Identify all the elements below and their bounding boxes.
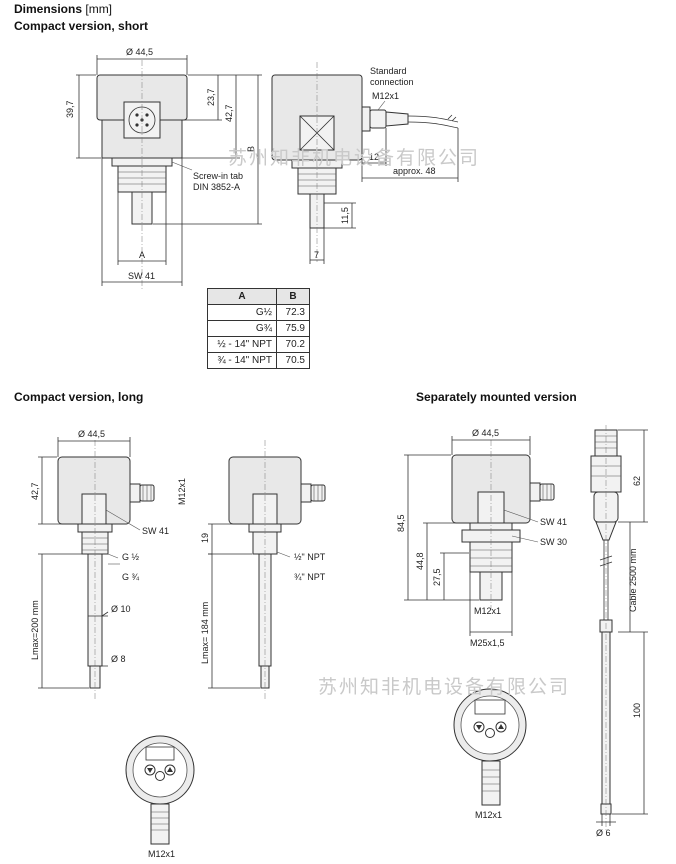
sep-dia-top: Ø 44,5: [472, 428, 499, 438]
sep-d-84-5: 84,5: [396, 514, 406, 532]
sep-d-100: 100: [632, 703, 642, 718]
short-front-view: [96, 60, 188, 290]
table-cell-b: 70.5: [276, 352, 310, 369]
ok-button-icon: [155, 771, 165, 781]
long-dial-view: [125, 735, 195, 845]
long-npt-three-quarter: ¾" NPT: [294, 572, 326, 582]
compact-short-heading: Compact version, short: [14, 19, 149, 33]
cable-break-icon: [447, 114, 457, 122]
sep-ok-button-icon: [485, 728, 495, 738]
short-approx-48: approx. 48: [393, 166, 436, 176]
table-header-row: A B: [207, 288, 310, 305]
short-d-A: A: [139, 250, 145, 260]
long-sw-label: SW 41: [142, 526, 169, 536]
table-cell-b: 75.9: [276, 320, 310, 337]
dimensions-unit: [mm]: [85, 2, 113, 16]
long-d-19: 19: [200, 533, 210, 543]
long-g-half: G ½: [122, 552, 140, 562]
long-m12-bottom: M12x1: [148, 849, 175, 859]
sep-m12-bottom: M12x1: [475, 810, 502, 820]
long-front-view: [57, 440, 155, 700]
table-cell-b: 72.3: [276, 304, 310, 321]
table-cell-a: ½ - 14" NPT: [207, 336, 277, 353]
table-row: ½ - 14" NPT 70.2: [207, 336, 310, 353]
short-side-view: [271, 62, 459, 262]
sep-d-62: 62: [632, 476, 642, 486]
screw-tab-label-2: DIN 3852-A: [193, 182, 240, 192]
long-dia-8: Ø 8: [111, 654, 126, 664]
cable-nut: [361, 106, 371, 132]
short-d-12: 12: [369, 152, 379, 162]
thread-dimension-table: A B G½ 72.3 G¾ 75.9 ½ - 14" NPT 70.2 ¾ -…: [207, 288, 310, 369]
table-cell-a: G¾: [207, 320, 277, 337]
sep-d-27-5: 27,5: [432, 568, 442, 586]
short-dia-top: Ø 44,5: [126, 47, 153, 57]
sep-cable: Cable 2500 mm: [628, 548, 638, 612]
long-g-three-quarter: G ¾: [122, 572, 140, 582]
long-m12-label: M12x1: [177, 478, 187, 505]
short-d-42-7: 42,7: [224, 104, 234, 122]
table-cell-a: G½: [207, 304, 277, 321]
short-d-11-5: 11,5: [340, 207, 350, 224]
short-d-23-7: 23,7: [206, 88, 216, 106]
long-lmax-200: Lmax=200 mm: [30, 600, 40, 660]
separate-heading: Separately mounted version: [416, 390, 577, 404]
sep-m25: M25x1,5: [470, 638, 505, 648]
long-dia-top: Ø 44,5: [78, 429, 105, 439]
display-window: [145, 746, 175, 761]
short-d-B: B: [246, 146, 256, 152]
separate-cable-probe: [590, 425, 622, 830]
table-row: ¾ - 14" NPT 70.5: [207, 352, 310, 369]
sep-sw30: SW 30: [540, 537, 567, 547]
long-side-view: [228, 440, 326, 700]
short-d-39-7: 39,7: [65, 100, 75, 118]
sep-dia-6: Ø 6: [596, 828, 611, 838]
compact-long-heading: Compact version, long: [14, 390, 144, 404]
sep-d-44-8: 44,8: [415, 552, 425, 570]
sep-m12: M12x1: [474, 606, 501, 616]
short-sw: SW 41: [128, 271, 155, 281]
table-cell-b: 70.2: [276, 336, 310, 353]
table-header-a: A: [207, 288, 277, 305]
std-conn-label-2: connection: [370, 77, 414, 87]
short-m12-label: M12x1: [372, 91, 399, 101]
std-conn-label-1: Standard: [370, 66, 407, 76]
long-dia-10: Ø 10: [111, 604, 131, 614]
long-d-42-7: 42,7: [30, 482, 40, 500]
table-row: G½ 72.3: [207, 304, 310, 321]
table-cell-a: ¾ - 14" NPT: [207, 352, 277, 369]
table-row: G¾ 75.9: [207, 320, 310, 337]
separate-dial-view: [453, 688, 527, 806]
long-npt-half: ½" NPT: [294, 552, 326, 562]
watermark-1: 苏州知非机电设备有限公司: [228, 147, 480, 169]
sep-sw41: SW 41: [540, 517, 567, 527]
long-lmax-184: Lmax= 184 mm: [200, 602, 210, 664]
cable-plug: [369, 109, 387, 129]
short-d-7: 7: [314, 250, 319, 260]
separate-housing-view: [451, 440, 555, 610]
screw-tab-label-1: Screw-in tab: [193, 171, 243, 181]
dimensions-title: Dimensions: [14, 2, 83, 16]
watermark-2: 苏州知非机电设备有限公司: [318, 676, 570, 698]
dimensions-heading: Dimensions [mm]: [14, 2, 112, 16]
table-header-b: B: [276, 288, 310, 305]
